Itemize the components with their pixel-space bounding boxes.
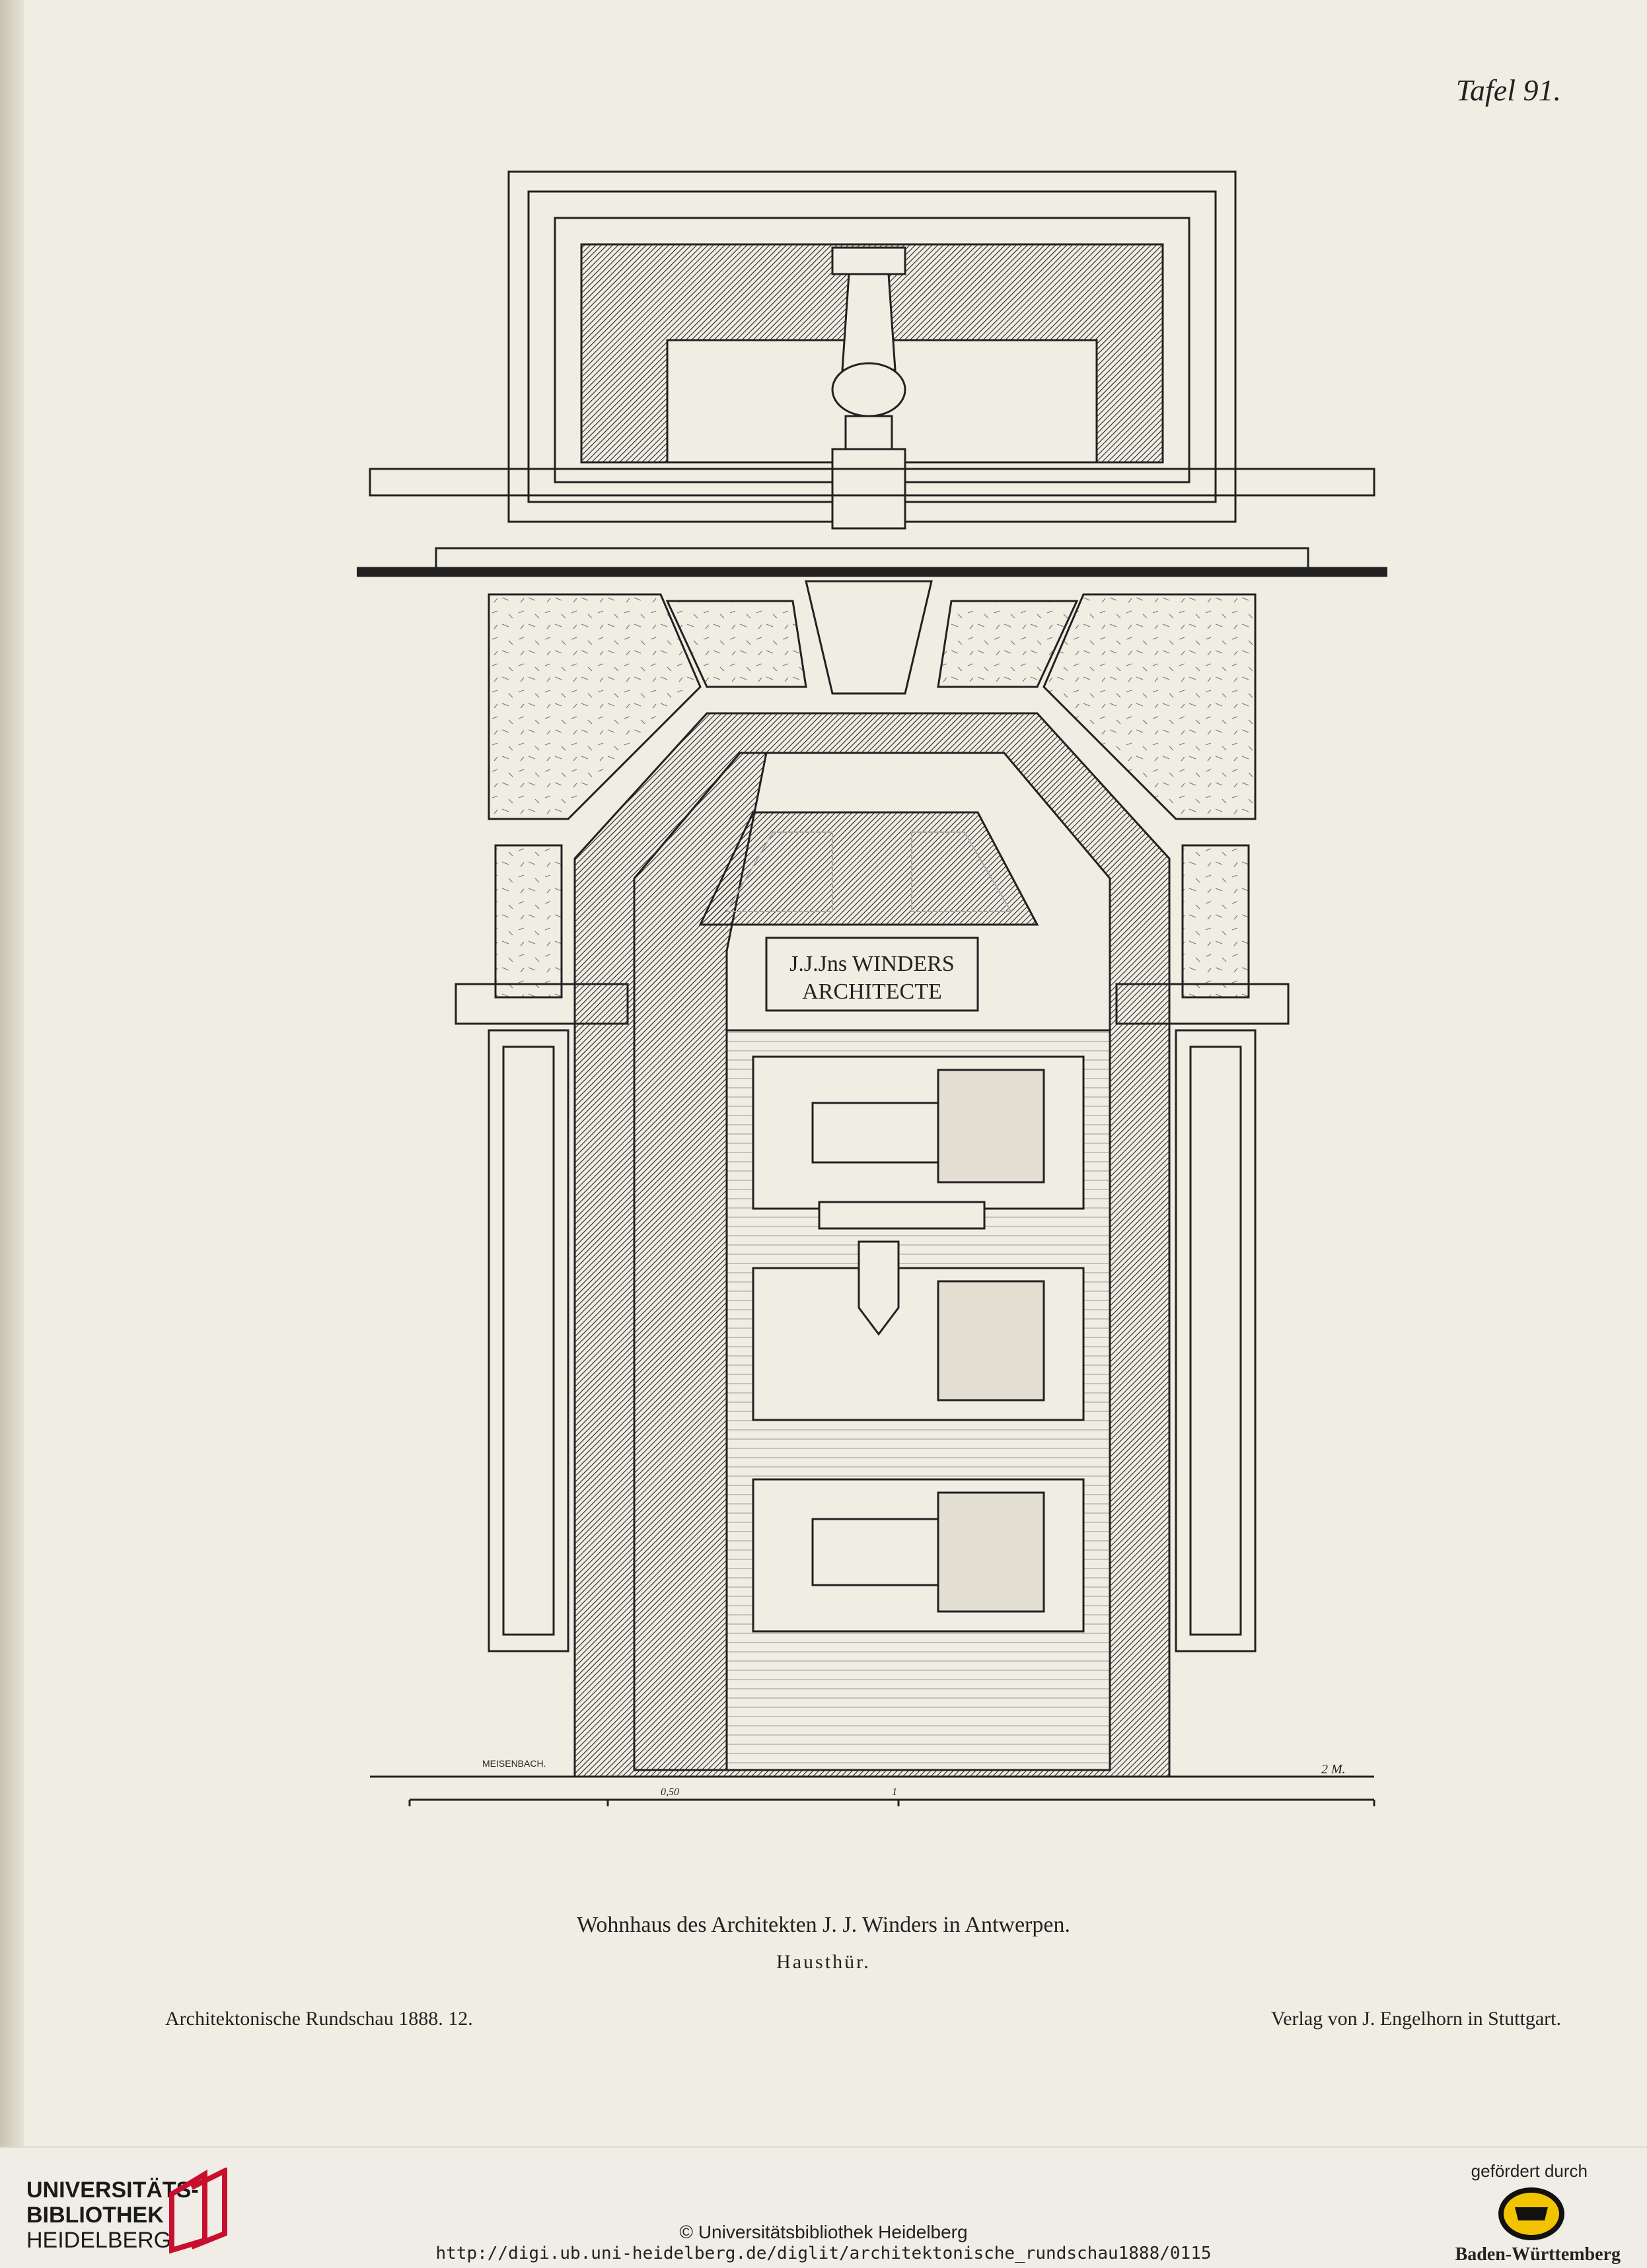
- publication-reference: Architektonische Rundschau 1888. 12.: [165, 2008, 473, 2030]
- scanned-page: Tafel 91.: [0, 0, 1561, 2146]
- caption-subtitle: Hausthür.: [776, 1951, 871, 1973]
- nameplate: J.J.Jns WINDERS ARCHITECTE: [765, 937, 979, 1012]
- sponsor-name: Baden-Württemberg: [1455, 2244, 1621, 2265]
- nameplate-line1: J.J.Jns WINDERS: [789, 952, 955, 976]
- side-pilasters: [455, 983, 1290, 1652]
- engraver-signature: MEISENBACH.: [482, 1758, 546, 1769]
- baden-wuerttemberg-emblem-icon: [1498, 2187, 1564, 2240]
- door-engraving: J.J.Jns WINDERS ARCHITECTE: [357, 170, 1387, 1806]
- library-name: UNIVERSITÄTS- BIBLIOTHEK HEIDELBERG: [26, 2178, 199, 2253]
- digitization-footer: UNIVERSITÄTS- BIBLIOTHEK HEIDELBERG © Un…: [0, 2146, 1647, 2268]
- caption-title: Wohnhaus des Architekten J. J. Winders i…: [577, 1913, 1070, 1937]
- cornice: [357, 468, 1387, 695]
- scale-label: 1: [892, 1787, 897, 1798]
- permalink-url[interactable]: http://digi.ub.uni-heidelberg.de/diglit/…: [435, 2244, 1212, 2263]
- door-panels: [725, 1029, 1111, 1771]
- library-logo-icon: [169, 2168, 227, 2253]
- publisher-reference: Verlag von J. Engelhorn in Stuttgart.: [1270, 2008, 1561, 2030]
- copyright-notice: © Universitätsbibliothek Heidelberg: [679, 2222, 968, 2242]
- arch-stones: [488, 593, 1257, 999]
- library-name-line3: HEIDELBERG: [26, 2228, 172, 2253]
- nameplate-line2: ARCHITECTE: [802, 979, 942, 1004]
- scale-label: 0,50: [661, 1787, 679, 1798]
- book-spine-shadow: [0, 0, 24, 2146]
- ground-line: [370, 1775, 1375, 1806]
- baluster: [831, 246, 906, 530]
- library-name-line2: BIBLIOTHEK: [26, 2203, 164, 2228]
- sponsor-label: gefördert durch: [1471, 2161, 1588, 2181]
- transom-window: [698, 811, 1039, 926]
- plate-number: Tafel 91.: [1455, 73, 1561, 107]
- scale-label: 2 M.: [1321, 1762, 1346, 1777]
